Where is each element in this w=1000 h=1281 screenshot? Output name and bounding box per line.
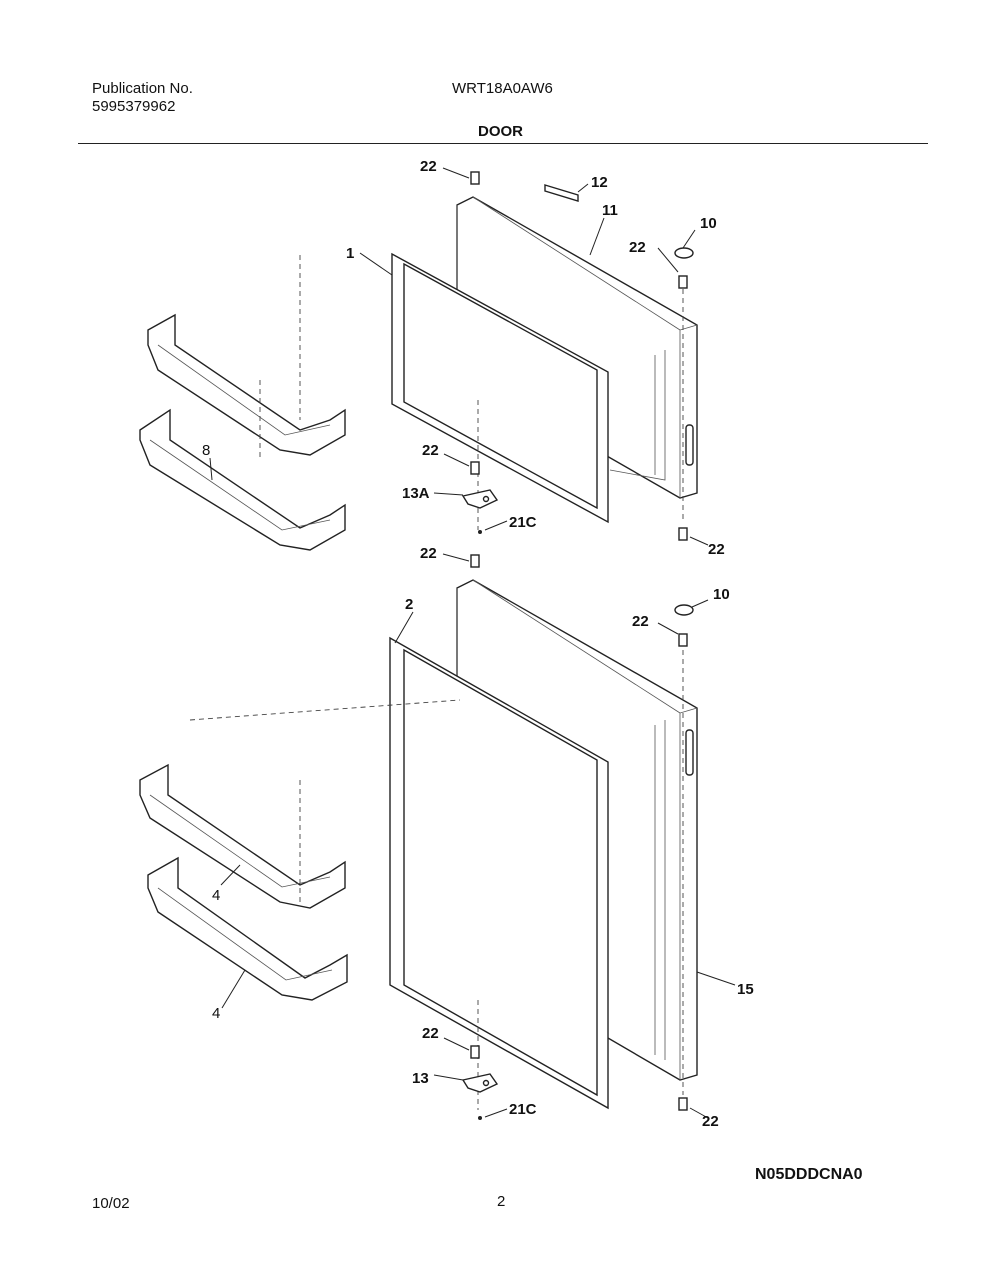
header-divider bbox=[78, 143, 928, 144]
pin-21c-upper bbox=[478, 530, 482, 534]
callout-13a: 13A bbox=[402, 485, 430, 502]
publication-number: 5995379962 bbox=[92, 98, 176, 115]
screw-22-bottom-right-upper bbox=[678, 527, 688, 541]
fresh-food-door-shelf-lower bbox=[147, 856, 348, 1001]
pin-21c-lower bbox=[478, 1116, 482, 1120]
callout-22-3: 22 bbox=[422, 442, 439, 459]
callout-22-2: 22 bbox=[629, 239, 646, 256]
callout-10-upper: 10 bbox=[700, 215, 717, 232]
publication-label: Publication No. bbox=[92, 80, 193, 97]
callout-21c-upper: 21C bbox=[509, 514, 537, 531]
callout-15: 15 bbox=[737, 981, 754, 998]
screw-22-right-lower bbox=[678, 633, 688, 647]
callout-22-7: 22 bbox=[422, 1025, 439, 1042]
screw-22-mid-lower bbox=[470, 1045, 480, 1059]
screw-22-top-upper bbox=[470, 171, 480, 185]
callout-21c-lower: 21C bbox=[509, 1101, 537, 1118]
plug-10-upper bbox=[674, 247, 694, 259]
plug-10-lower bbox=[674, 604, 694, 616]
screw-22-top-lower bbox=[470, 554, 480, 568]
freezer-door-shelf-lower bbox=[139, 408, 346, 551]
drawing-code: N05DDDCNA0 bbox=[755, 1166, 863, 1183]
callout-11: 11 bbox=[602, 202, 618, 219]
hinge-13a bbox=[461, 489, 499, 509]
callout-2: 2 bbox=[405, 596, 413, 613]
screw-22-mid-upper bbox=[470, 461, 480, 475]
freezer-door-outer-panel bbox=[456, 196, 698, 499]
callout-22-5: 22 bbox=[420, 545, 437, 562]
screw-22-right-upper bbox=[678, 275, 688, 289]
callout-4-lower: 4 bbox=[212, 1005, 220, 1022]
fresh-food-door-gasket bbox=[389, 636, 609, 1110]
callout-1: 1 bbox=[346, 245, 354, 262]
screw-22-bottom-right-lower bbox=[678, 1097, 688, 1111]
page-number: 2 bbox=[497, 1193, 506, 1210]
freezer-door-shelf-upper bbox=[147, 313, 346, 456]
callout-22-8: 22 bbox=[702, 1113, 719, 1130]
section-title: DOOR bbox=[478, 123, 523, 140]
hinge-13 bbox=[461, 1073, 499, 1093]
callout-10-lower: 10 bbox=[713, 586, 730, 603]
callout-8: 8 bbox=[202, 442, 210, 459]
callout-13: 13 bbox=[412, 1070, 429, 1087]
freezer-door-gasket bbox=[391, 252, 609, 524]
footer-date: 10/02 bbox=[92, 1195, 130, 1212]
badge-12 bbox=[544, 184, 579, 202]
callout-4-upper: 4 bbox=[212, 887, 220, 904]
model-number: WRT18A0AW6 bbox=[452, 80, 553, 97]
callout-22-4: 22 bbox=[708, 541, 725, 558]
callout-12: 12 bbox=[591, 174, 608, 191]
fresh-food-door-shelf-upper bbox=[139, 763, 346, 909]
callout-22-6: 22 bbox=[632, 613, 649, 630]
callout-22-1: 22 bbox=[420, 158, 437, 175]
